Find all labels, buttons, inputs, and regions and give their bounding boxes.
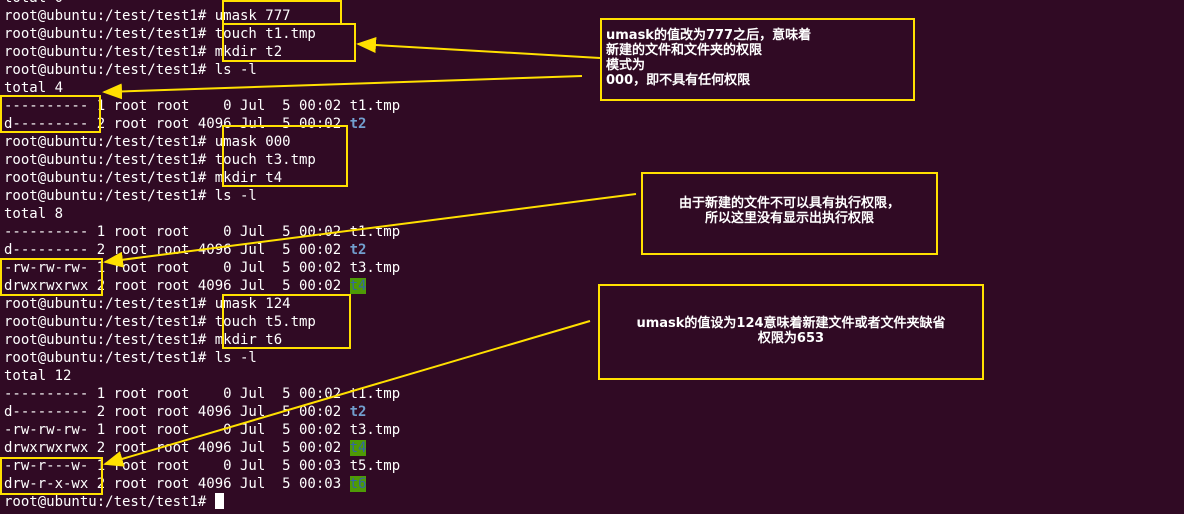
terminal-line-text: total 4: [4, 80, 64, 96]
directory-name: t6: [349, 476, 367, 492]
annotation-line: 新建的文件和文件夹的权限: [606, 43, 763, 58]
terminal-line: root@ubuntu:/test/test1# touch t3.tmp: [4, 151, 316, 169]
directory-name: t4: [349, 440, 367, 456]
terminal-line-text: root@ubuntu:/test/test1# ls -l: [4, 350, 257, 366]
annotation-line: 000，即不具有任何权限: [606, 73, 751, 88]
terminal-line-text: root@ubuntu:/test/test1# touch t1.tmp: [4, 26, 316, 42]
terminal-line: root@ubuntu:/test/test1# umask 124: [4, 295, 291, 313]
terminal-line-text: root@ubuntu:/test/test1# mkdir t6: [4, 332, 283, 348]
annotation-no-exec: 由于新建的文件不可以具有执行权限， 所以这里没有显示出执行权限: [641, 172, 938, 255]
terminal-line: root@ubuntu:/test/test1# ls -l: [4, 61, 257, 79]
terminal-line-text: drw-r-x-wx 2 root root 4096 Jul 5 00:03: [4, 476, 350, 492]
directory-name: t2: [349, 242, 367, 258]
terminal-line: total 8: [4, 205, 63, 223]
highlight-umask-124: [222, 294, 351, 349]
terminal-line-text: root@ubuntu:/test/test1#: [4, 494, 215, 510]
terminal-line: d--------- 2 root root 4096 Jul 5 00:02 …: [4, 115, 366, 133]
terminal-line: -rw-rw-rw- 1 root root 0 Jul 5 00:02 t3.…: [4, 421, 400, 439]
annotation-line: 模式为: [606, 58, 646, 73]
arrow-to-perms-t5-t6: [103, 320, 591, 467]
terminal-line: ---------- 1 root root 0 Jul 5 00:02 t1.…: [4, 385, 400, 403]
terminal-line: total 4: [4, 79, 63, 97]
terminal-line: root@ubuntu:/test/test1# mkdir t4: [4, 169, 282, 187]
highlight-umask-000: [222, 125, 348, 187]
terminal-line-text: root@ubuntu:/test/test1# umask 000: [4, 134, 291, 150]
terminal-line-text: ---------- 1 root root 0 Jul 5 00:02 t1.…: [4, 386, 401, 402]
terminal-line: total 12: [4, 367, 71, 385]
arrow-to-perms-t1-t2: [102, 75, 583, 100]
terminal-line-text: drwxrwxrwx 2 root root 4096 Jul 5 00:02: [4, 440, 350, 456]
directory-name: t2: [349, 404, 367, 420]
arrow-to-perms-t3-t4: [103, 193, 637, 268]
highlight-perms-t1-t2: [0, 95, 101, 133]
terminal-line-text: root@ubuntu:/test/test1# umask 777: [4, 8, 291, 24]
terminal-line: drw-r-x-wx 2 root root 4096 Jul 5 00:03 …: [4, 475, 367, 493]
annotation-umask-777: umask的值改为777之后，意味着 新建的文件和文件夹的权限 模式为 000，…: [600, 18, 915, 101]
annotation-line: 权限为653: [757, 331, 825, 346]
highlight-touch-mkdir-t1-t2: [222, 23, 356, 62]
directory-name: t4: [349, 278, 367, 294]
terminal-line: -rw-rw-rw- 1 root root 0 Jul 5 00:02 t3.…: [4, 259, 400, 277]
terminal-line: root@ubuntu:/test/test1# ls -l: [4, 187, 257, 205]
annotation-line: 所以这里没有显示出执行权限: [704, 211, 874, 226]
annotation-line: umask的值改为777之后，意味着: [606, 28, 812, 43]
terminal-line: total 0: [4, 0, 63, 7]
terminal-line-text: d--------- 2 root root 4096 Jul 5 00:02: [4, 404, 350, 420]
terminal-line-text: root@ubuntu:/test/test1# umask 124: [4, 296, 291, 312]
highlight-perms-t3-t4: [0, 258, 103, 296]
terminal-line-text: total 12: [4, 368, 72, 384]
terminal-line-text: root@ubuntu:/test/test1# touch t5.tmp: [4, 314, 316, 330]
terminal-line: root@ubuntu:/test/test1# mkdir t6: [4, 331, 282, 349]
arrow-to-touch-mkdir: [356, 37, 601, 59]
terminal-line: root@ubuntu:/test/test1# touch t5.tmp: [4, 313, 316, 331]
terminal-line: root@ubuntu:/test/test1# touch t1.tmp: [4, 25, 316, 43]
terminal-line-text: -rw-rw-rw- 1 root root 0 Jul 5 00:02 t3.…: [4, 422, 401, 438]
directory-name: t2: [349, 116, 367, 132]
terminal-line: d--------- 2 root root 4096 Jul 5 00:02 …: [4, 403, 366, 421]
terminal-line: root@ubuntu:/test/test1# umask 000: [4, 133, 291, 151]
terminal-line-text: root@ubuntu:/test/test1# mkdir t2: [4, 44, 283, 60]
terminal-line-text: drwxrwxrwx 2 root root 4096 Jul 5 00:02: [4, 278, 350, 294]
terminal-line-text: total 0: [4, 0, 63, 6]
terminal-line-text: root@ubuntu:/test/test1# ls -l: [4, 188, 257, 204]
annotation-line: umask的值设为124意味着新建文件或者文件夹缺省: [636, 316, 946, 331]
terminal-line: root@ubuntu:/test/test1# ls -l: [4, 349, 257, 367]
terminal-line-text: root@ubuntu:/test/test1# ls -l: [4, 62, 257, 78]
terminal-line-text: d--------- 2 root root 4096 Jul 5 00:02: [4, 116, 350, 132]
highlight-perms-t5-t6: [0, 457, 103, 495]
annotation-line: 由于新建的文件不可以具有执行权限，: [678, 196, 900, 211]
terminal-line: root@ubuntu:/test/test1#: [4, 493, 224, 511]
terminal-line: drwxrwxrwx 2 root root 4096 Jul 5 00:02 …: [4, 277, 367, 295]
terminal-line-text: total 8: [4, 206, 64, 222]
terminal-line-text: root@ubuntu:/test/test1# touch t3.tmp: [4, 152, 316, 168]
annotation-umask-124: umask的值设为124意味着新建文件或者文件夹缺省 权限为653: [598, 284, 984, 380]
terminal-line: root@ubuntu:/test/test1# umask 777: [4, 7, 291, 25]
terminal-line: drwxrwxrwx 2 root root 4096 Jul 5 00:02 …: [4, 439, 367, 457]
terminal-cursor: [214, 493, 224, 509]
terminal-line-text: -rw-rw-rw- 1 root root 0 Jul 5 00:02 t3.…: [4, 260, 401, 276]
terminal-line: root@ubuntu:/test/test1# mkdir t2: [4, 43, 282, 61]
terminal-line-text: root@ubuntu:/test/test1# mkdir t4: [4, 170, 283, 186]
